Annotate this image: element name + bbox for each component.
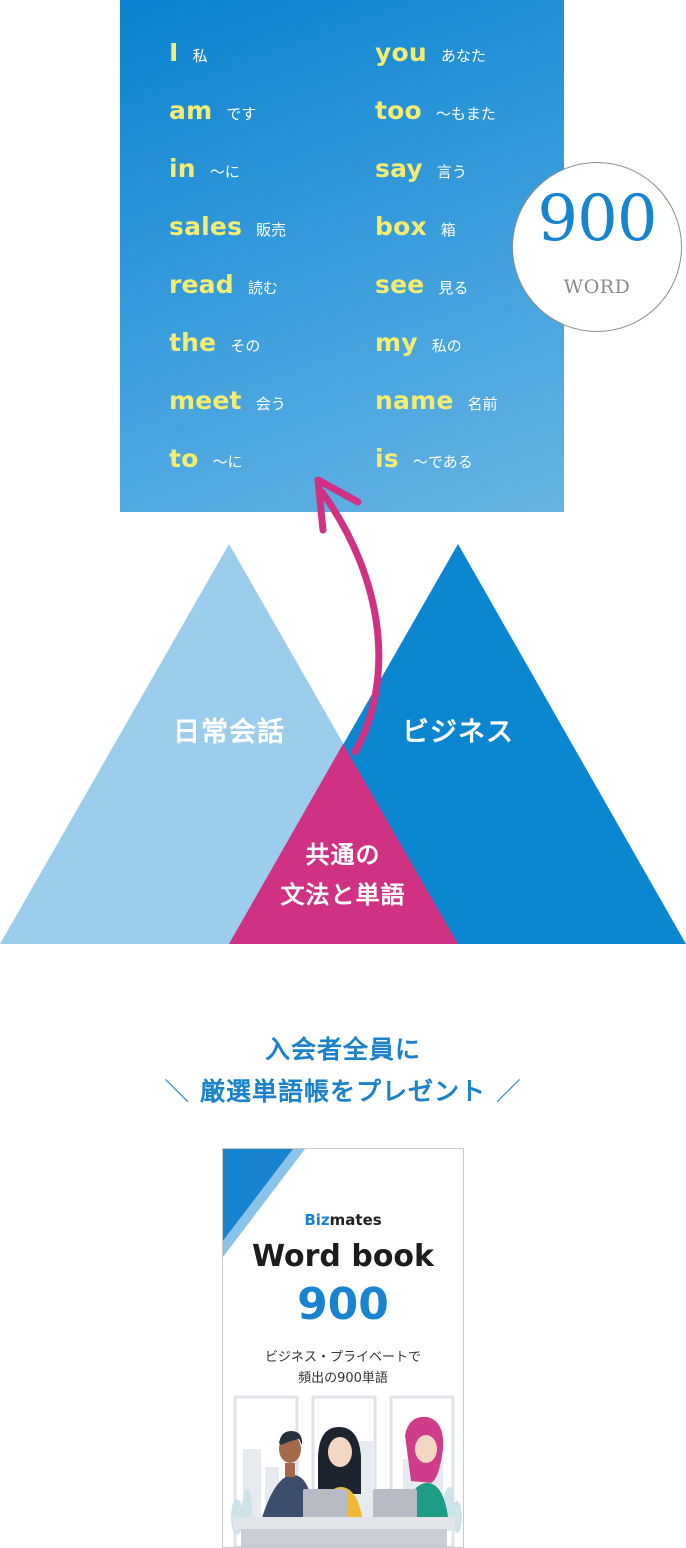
- word-english: you: [375, 38, 427, 67]
- word-row: name 名前: [375, 386, 498, 426]
- book-subtitle-line1: ビジネス・プライベートで: [264, 1350, 421, 1365]
- word-english: my: [375, 328, 418, 357]
- word-english: meet: [169, 386, 242, 415]
- word-english: too: [375, 96, 422, 125]
- word-japanese: 販売: [256, 221, 287, 239]
- word-english: in: [169, 154, 196, 183]
- word-row: is 〜である: [375, 444, 473, 484]
- triangle-overlap: [229, 744, 458, 944]
- arrow-head: [314, 476, 362, 534]
- book-number: 900: [297, 1279, 389, 1330]
- word-japanese: 名前: [467, 395, 498, 413]
- badge-unit: WORD: [563, 276, 631, 298]
- word-japanese: 〜である: [412, 453, 473, 471]
- label-common: 共通の 文法と単語: [243, 835, 443, 915]
- word-japanese: あなた: [440, 47, 486, 65]
- word-japanese: 〜に: [209, 163, 240, 181]
- word-japanese: 見る: [438, 279, 469, 297]
- word-row: in 〜に: [169, 154, 240, 194]
- caption-slash-left: ＼: [164, 1077, 191, 1106]
- word-japanese: 会う: [255, 395, 286, 413]
- word-english: say: [375, 154, 423, 183]
- word-row: sales 販売: [169, 212, 286, 252]
- word-english: read: [169, 270, 234, 299]
- arrow-shaft: [318, 488, 383, 756]
- book-brand-logo: Bizmates: [223, 1211, 463, 1229]
- brand-mates: mates: [329, 1211, 382, 1229]
- label-business: ビジネス: [402, 717, 514, 748]
- desk-front: [241, 1529, 447, 1547]
- caption-slash-right: ／: [495, 1077, 522, 1106]
- venn-triangle-diagram: 日常会話 ビジネス 共通の 文法と単語: [0, 470, 686, 950]
- word-row: read 読む: [169, 270, 278, 310]
- word-english: am: [169, 96, 213, 125]
- word-english: sales: [169, 212, 243, 241]
- word-english: name: [375, 386, 454, 415]
- word-row: see 見る: [375, 270, 468, 310]
- word-japanese: です: [226, 105, 257, 123]
- word-row: say 言う: [375, 154, 467, 194]
- word-japanese: 私の: [431, 337, 462, 355]
- word-japanese: 箱: [440, 221, 456, 239]
- word-english: see: [375, 270, 425, 299]
- word-row: box 箱: [375, 212, 456, 252]
- laptops: [303, 1489, 417, 1519]
- word-english: box: [375, 212, 427, 241]
- word-row: the その: [169, 328, 260, 368]
- book-subtitle-line2: 頻出の900単語: [298, 1371, 388, 1386]
- corner-stripe-light: [223, 1149, 305, 1257]
- caption-line1: 入会者全員に: [264, 1035, 421, 1064]
- wordbook-cover: Bizmates Word book 900 ビジネス・プライベートで 頻出の9…: [222, 1148, 464, 1548]
- caption-line2: ＼ 厳選単語帳をプレゼント ／: [0, 1072, 686, 1108]
- word-count-badge: 900 WORD: [512, 162, 682, 332]
- triangle-graphic: [0, 476, 686, 944]
- word-english: to: [169, 444, 199, 473]
- word-row: you あなた: [375, 38, 486, 78]
- word-japanese: 読む: [247, 279, 278, 297]
- office-window-frames: [233, 1395, 455, 1547]
- word-japanese: 〜もまた: [435, 105, 496, 123]
- word-row: am です: [169, 96, 256, 136]
- word-japanese: 〜に: [212, 453, 243, 471]
- person-man: [261, 1431, 315, 1521]
- word-japanese: 言う: [436, 163, 467, 181]
- word-row: meet 会う: [169, 386, 286, 426]
- word-row: my 私の: [375, 328, 462, 368]
- label-common-line1: 共通の: [305, 841, 381, 869]
- word-japanese: 私: [192, 47, 208, 65]
- label-daily-conversation: 日常会話: [173, 717, 285, 748]
- desk: [233, 1517, 455, 1529]
- word-english: is: [375, 444, 399, 473]
- badge-number: 900: [537, 182, 657, 256]
- brand-biz: Biz: [304, 1211, 330, 1229]
- book-title: Word book: [252, 1239, 434, 1274]
- word-english: I: [169, 38, 179, 67]
- book-cover-art: [223, 1149, 462, 1547]
- word-row: to 〜に: [169, 444, 243, 484]
- word-english: the: [169, 328, 217, 357]
- caption-main: 厳選単語帳をプレゼント: [199, 1077, 486, 1106]
- label-common-line2: 文法と単語: [280, 881, 406, 909]
- word-row: too 〜もまた: [375, 96, 496, 136]
- word-japanese: その: [230, 337, 261, 355]
